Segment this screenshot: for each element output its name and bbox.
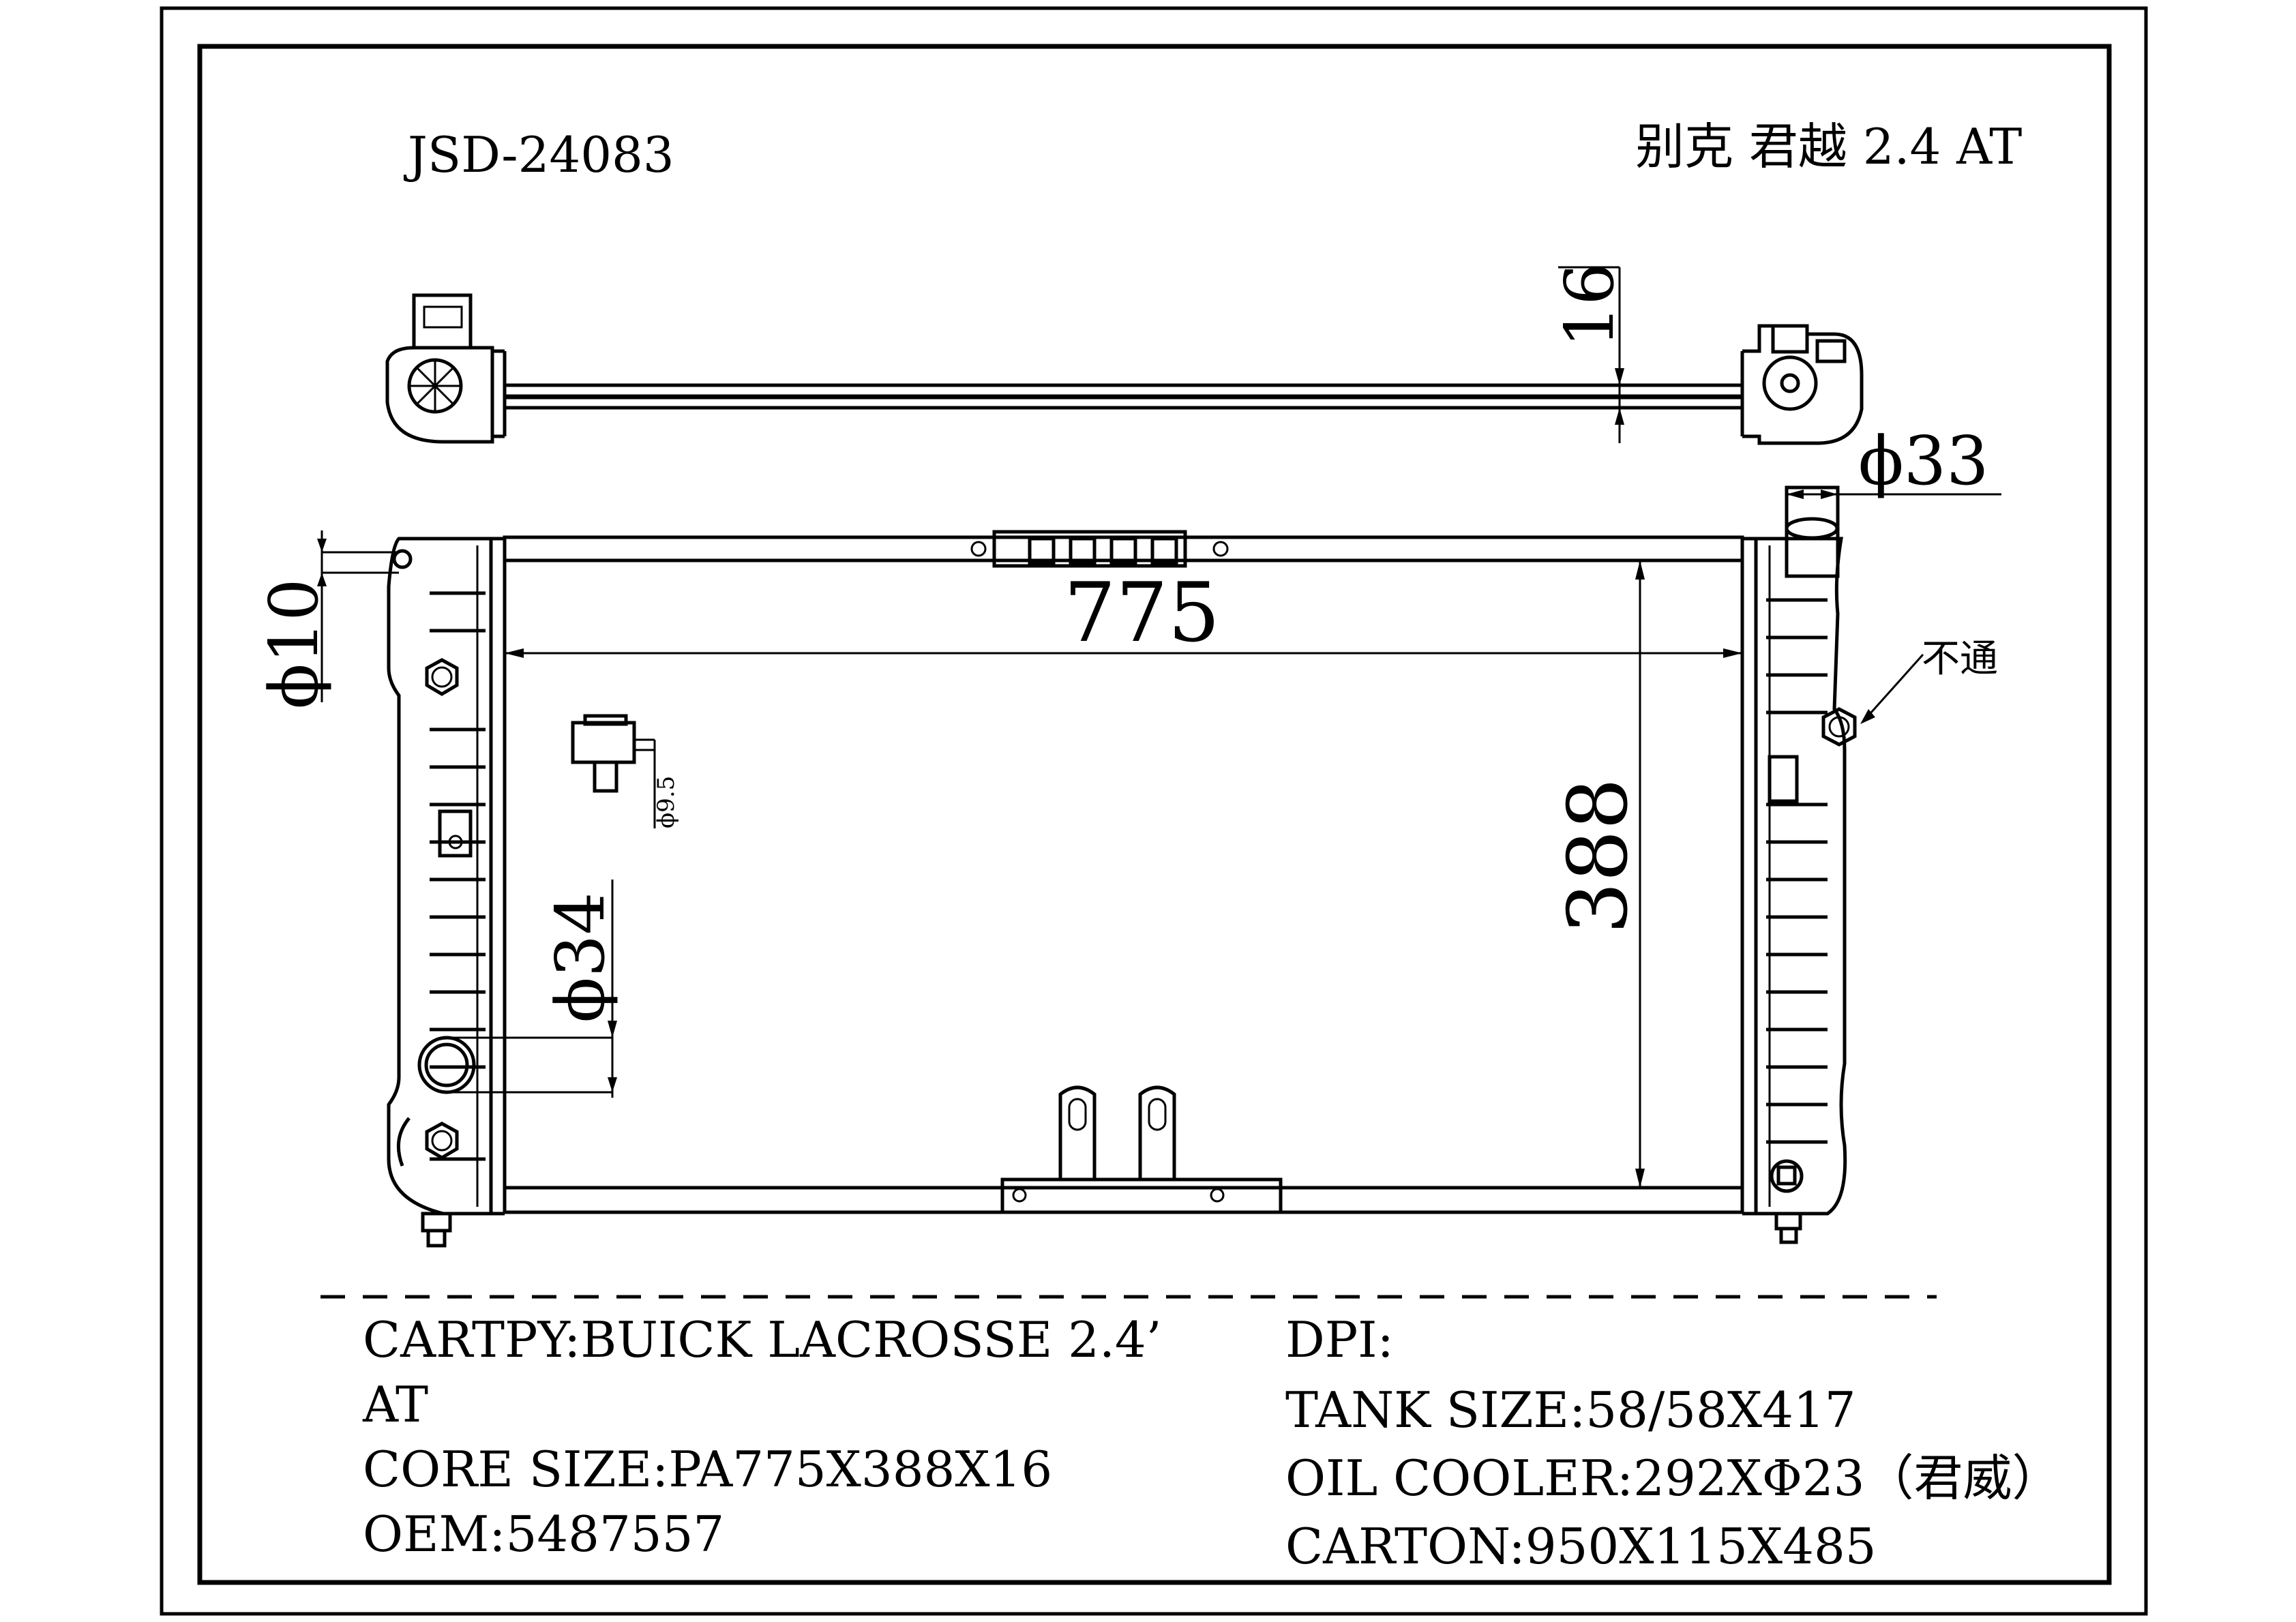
- fitting-diameter-dim: ϕ10: [256, 578, 333, 709]
- height-dim: 388: [1551, 778, 1646, 934]
- spec-core-size: CORE SIZE:PA775X388X16: [363, 1441, 1052, 1498]
- specs-left: CARTPY:BUICK LACROSSE 2.4’ AT CORE SIZE:…: [362, 1311, 1162, 1563]
- blocked-port-icon: [1821, 707, 1857, 747]
- outer-frame: [160, 6, 2148, 1616]
- spec-oil-cooler: OIL COOLER:292XΦ23（君威）: [1285, 1450, 2061, 1507]
- sensor-fitting-icon: [571, 714, 656, 828]
- thickness-dim: 16: [1551, 262, 1629, 348]
- spec-cartpy-cont: AT: [362, 1376, 428, 1433]
- top-view: [385, 266, 1864, 445]
- inlet-diameter-dim: ϕ34: [542, 892, 620, 1023]
- fan-spokes-icon: [411, 361, 460, 410]
- blocked-port-note: 不通: [1922, 637, 1998, 681]
- outlet-diameter-dim: ϕ33: [1858, 423, 1989, 500]
- bottom-fitting-nut-icon: [425, 1122, 459, 1160]
- specs-right: DPI: TANK SIZE:58/58X417 OIL COOLER:292X…: [1285, 1311, 2061, 1575]
- width-dim: 775: [1064, 566, 1220, 661]
- left-tank-ribs: [430, 591, 486, 1161]
- inner-frame: [197, 44, 2112, 1585]
- front-view: [387, 485, 1857, 1248]
- model-name: 别克 君越 2.4 AT: [1635, 118, 2022, 175]
- right-tank-ribs: [1766, 598, 1828, 1144]
- spec-oem: OEM:5487557: [363, 1505, 724, 1563]
- spec-tank-size: TANK SIZE:58/58X417: [1285, 1381, 1856, 1439]
- spec-dpi: DPI:: [1285, 1311, 1394, 1368]
- spec-carton: CARTON:950X115X485: [1285, 1518, 1877, 1575]
- spec-cartpy: CARTPY:BUICK LACROSSE 2.4’: [363, 1311, 1162, 1368]
- top-fitting-nut-icon: [425, 658, 459, 696]
- sensor-diameter-dim: ϕ9.5: [653, 776, 680, 828]
- part-number: JSD-24083: [403, 126, 674, 183]
